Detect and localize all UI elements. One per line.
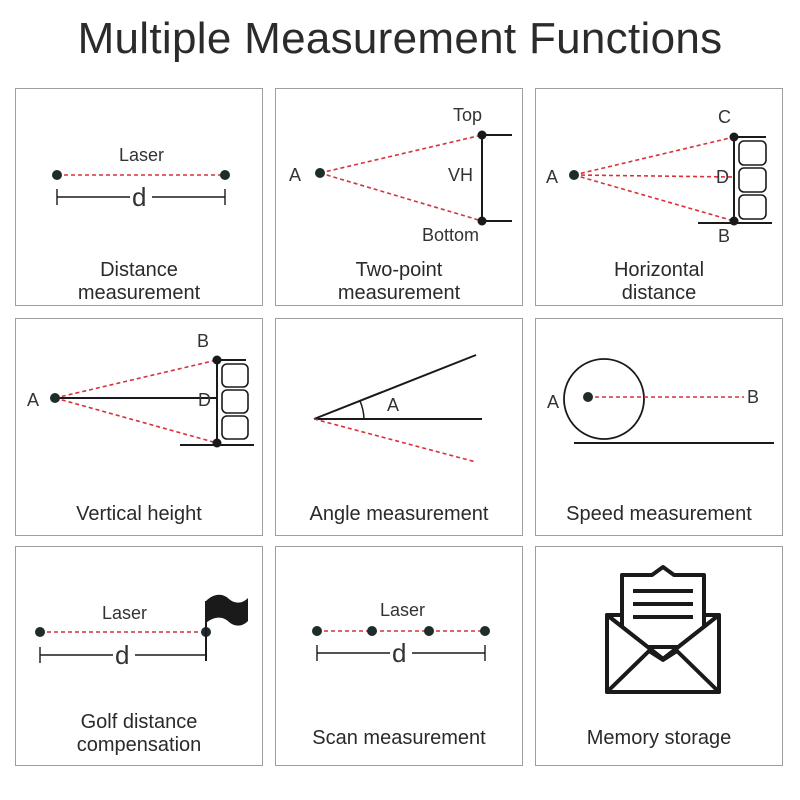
vh-label: VH: [448, 165, 474, 185]
card-two-point-measurement: Top A VH Bottom Two-point measurement: [275, 88, 523, 306]
envelope-with-letter-icon: [605, 565, 721, 694]
horizontal-distance-diagram: [569, 132, 772, 226]
point-b-label: B: [197, 331, 210, 351]
caption-line-2: measurement: [77, 282, 201, 304]
card-golf-distance-compensation: Laser d Golf distance compensation: [15, 546, 263, 766]
caption-line-1: Speed measurement: [566, 503, 752, 525]
laser-label: Laser: [102, 603, 148, 623]
page-title: Multiple Measurement Functions: [77, 14, 723, 63]
card-memory-storage: Memory storage: [535, 546, 783, 766]
point-c-label: C: [718, 107, 731, 127]
vertical-height-diagram: [50, 355, 254, 448]
scan-diagram: [312, 626, 490, 661]
angle-a-label: A: [387, 395, 400, 415]
distance-d-label: d: [132, 182, 147, 212]
distance-diagram: [52, 170, 230, 205]
distance-d-label: d: [392, 638, 407, 668]
card-vertical-height: B A D Vertical height: [15, 318, 263, 536]
caption-line-1: Vertical height: [76, 503, 202, 525]
caption-line-1: Memory storage: [586, 727, 732, 749]
caption-line-1: Horizontal: [613, 259, 705, 281]
caption-line-1: Scan measurement: [312, 727, 486, 749]
point-a-label: A: [27, 390, 40, 410]
speed-diagram: [563, 358, 774, 444]
angle-diagram: [313, 354, 482, 463]
point-d-label: D: [716, 167, 729, 187]
caption-line-1: Golf distance: [80, 711, 198, 733]
card-angle-measurement: A Angle measurement: [275, 318, 523, 536]
point-d-label: D: [198, 390, 211, 410]
card-horizontal-distance: C A D B Horizontal distance: [535, 88, 783, 306]
caption-line-1: Angle measurement: [309, 503, 489, 525]
laser-label: Laser: [380, 600, 426, 620]
card-speed-measurement: A B Speed measurement: [535, 318, 783, 536]
caption-line-2: measurement: [337, 282, 461, 304]
bottom-label: Bottom: [422, 225, 480, 245]
caption-line-1: Two-point: [355, 259, 443, 281]
point-a-label: A: [546, 167, 559, 187]
point-b-label: B: [718, 226, 731, 246]
distance-d-label: d: [115, 640, 130, 670]
caption-line-2: compensation: [76, 734, 202, 756]
card-distance-measurement: Laser d Distance measurement: [15, 88, 263, 306]
caption-line-2: distance: [621, 282, 697, 304]
top-label: Top: [453, 105, 483, 125]
card-scan-measurement: Laser d Scan measurement: [275, 546, 523, 766]
two-point-diagram: [315, 130, 512, 226]
golf-diagram: [35, 594, 248, 663]
point-a-label: A: [289, 165, 302, 185]
point-b-label: B: [747, 387, 760, 407]
laser-label: Laser: [119, 145, 165, 165]
caption-line-1: Distance: [100, 259, 178, 281]
point-a-label: A: [547, 392, 560, 412]
